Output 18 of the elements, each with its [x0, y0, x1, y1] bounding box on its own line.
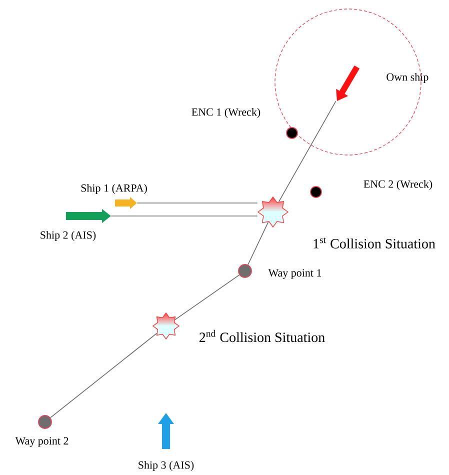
collision-label: 1$^{st}$ Collision Situation [314, 238, 436, 248]
ship-arrow [158, 413, 174, 449]
ship-label: Ship 3 (AIS) [138, 461, 194, 471]
wreck-label: ENC 1 (Wreck) [192, 108, 260, 118]
point-marker [310, 186, 322, 198]
ship-label: Own ship [386, 73, 428, 83]
collision-label: 2$^{nd}$ Collision Situation [200, 330, 325, 342]
ship-arrow [115, 197, 137, 209]
waypoint-label: Way point 2 [15, 437, 68, 447]
point-marker [38, 415, 52, 429]
ship-label: Ship 1 (ARPA) [81, 184, 147, 194]
ship-arrow [66, 209, 111, 223]
point-marker [286, 127, 298, 139]
waypoint-label: Way point 1 [268, 269, 322, 279]
wreck-label: ENC 2 (Wreck) [364, 180, 432, 190]
ship-arrow [336, 66, 360, 101]
point-marker [238, 264, 252, 278]
ship-label: Ship 2 (AIS) [40, 231, 96, 241]
